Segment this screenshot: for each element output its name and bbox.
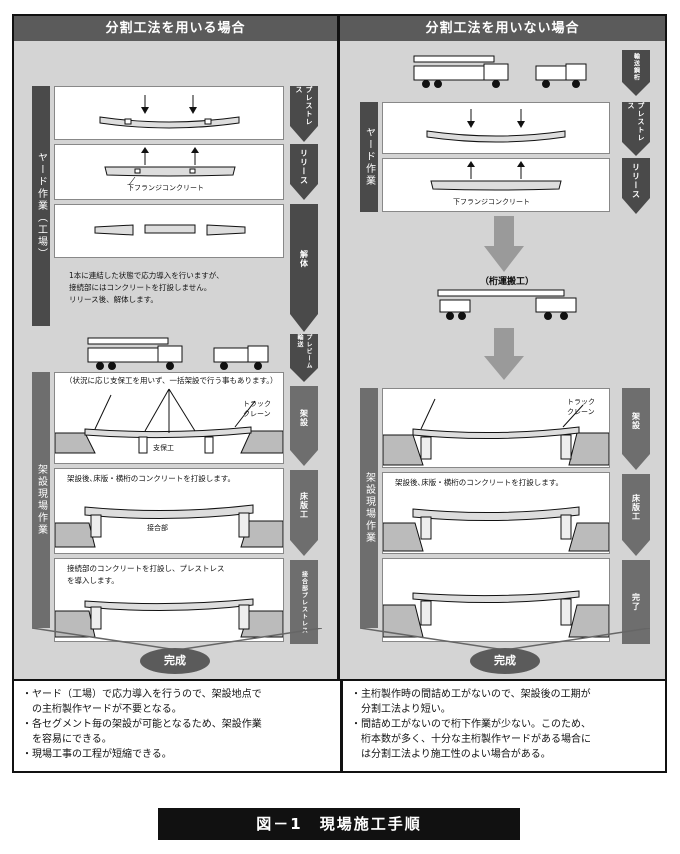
left-truck-transport-icon (87, 337, 269, 370)
beam-prestress-diagram (99, 95, 240, 129)
left-erection-note: （状況に応じ支保工を用いず、一括架設で行う事もあります。） (65, 376, 278, 385)
right-column: 分割工法を用いない場合 ヤード作業 下フランジコンクリート (340, 16, 665, 679)
column-divider (337, 16, 340, 679)
left-yard-bar: ヤード作業（工場） (32, 86, 50, 326)
left-site-bar: 架設現場作業 (32, 372, 50, 628)
joint-label: 接合部 (147, 524, 168, 532)
beam-transport-truck-icon (437, 289, 577, 320)
notes-separator (14, 679, 665, 681)
right-lower-flange-label: 下フランジコンクリート (453, 198, 530, 206)
right-step-transport: 輸送鋼桁 (622, 50, 650, 96)
left-step-final: 接合部プレストレス (290, 560, 318, 644)
left-step-erection: 架設 (290, 386, 318, 466)
right-header: 分割工法を用いない場合 (340, 16, 665, 41)
left-note-line: ・現場工事の工程が短縮できる。 (22, 749, 172, 760)
left-note-line: の主桁製作ヤードが不要となる。 (22, 704, 182, 715)
right-note-line: 分割工法より短い。 (351, 704, 451, 715)
left-header: 分割工法を用いる場合 (14, 16, 337, 41)
deck-construction-diagram (54, 504, 284, 548)
beam-dismantle-diagram (94, 224, 246, 236)
left-notes: ・ヤード（工場）で応力導入を行うので、架設地点で の主桁製作ヤードが不要となる。… (14, 681, 337, 771)
erection-site-diagram (54, 388, 284, 454)
left-step-transport: プレビーム輸送 (290, 334, 318, 382)
left-note-line: を容易にできる。 (22, 734, 112, 745)
final-bridge-diagram (54, 598, 284, 638)
right-release-panel: 下フランジコンクリート (382, 158, 610, 212)
left-done-badge: 完成 (140, 648, 210, 674)
figure-caption: 図－1 現場施工手順 (158, 808, 520, 840)
right-erection-diagram (382, 398, 610, 466)
right-step-prestress: プレストレス (622, 102, 650, 156)
right-note-line: 桁本数が多く、十分な主桁製作ヤードがある場合に (351, 734, 591, 745)
right-deck-panel: 架設後､床版・横桁のコンクリートを打設します。 (382, 472, 610, 554)
right-done-badge: 完成 (470, 648, 540, 674)
left-joint-note: 接続部のコンクリートを打設し、プレストレス を導入します。 (67, 564, 225, 585)
left-lower-flange-label: 下フランジコンクリート (127, 184, 204, 192)
down-arrow-icon (484, 216, 524, 272)
left-note-line: ・各セグメント毎の架設が可能となるため、架設作業 (22, 719, 262, 730)
left-deck-panel: 架設後､床版・横桁のコンクリートを打設します。 接合部 (54, 468, 284, 554)
figure-frame: 分割工法を用いる場合 ヤード作業（工場） 架設現場作業 下フランジコンクリート (12, 14, 667, 773)
right-note-line: ・間詰め工がないので桁下作業が少ない。このため、 (351, 719, 591, 730)
right-step-final: 完了 (622, 560, 650, 644)
right-beam-prestress-diagram (426, 109, 566, 143)
left-dismantle-panel (54, 204, 284, 258)
left-step-prestress: プレストレス (290, 86, 318, 142)
right-step-release: リリース (622, 158, 650, 214)
left-step-deck: 床版工 (290, 470, 318, 556)
right-step-erection: 架設 (622, 388, 650, 470)
left-step-release: リリース (290, 144, 318, 200)
beam-release-diagram (104, 147, 236, 186)
left-deck-note: 架設後､床版・横桁のコンクリートを打設します。 (67, 474, 235, 483)
right-erection-panel: トラック クレーン (382, 388, 610, 468)
left-column: 分割工法を用いる場合 ヤード作業（工場） 架設現場作業 下フランジコンクリート (14, 16, 337, 679)
left-yard-note: 1本に連結した状態で応力導入を行いますが、 接続部にはコンクリートを打設しません… (69, 271, 224, 304)
left-truck-crane-label: トラック クレーン (243, 400, 271, 418)
right-site-bar: 架設現場作業 (360, 388, 378, 628)
right-note-line: ・主桁製作時の間詰め工がないので、架設後の工期が (351, 689, 591, 700)
left-release-panel: 下フランジコンクリート (54, 144, 284, 200)
right-prestress-panel (382, 102, 610, 154)
right-truck-crane-label: トラック クレーン (567, 398, 595, 416)
left-note-line: ・ヤード（工場）で応力導入を行うので、架設地点で (22, 689, 262, 700)
right-notes: ・主桁製作時の間詰め工がないので、架設後の工期が 分割工法より短い。 ・間詰め工… (340, 681, 665, 771)
left-step-dismantle: 解体 (290, 204, 318, 332)
right-deck-diagram (382, 506, 610, 552)
right-yard-bar: ヤード作業 (360, 102, 378, 212)
support-label: 支保工 (153, 444, 174, 452)
right-truck-icon (413, 55, 587, 88)
right-deck-note: 架設後､床版・横桁のコンクリートを打設します。 (395, 478, 563, 487)
left-erection-panel: （状況に応じ支保工を用いず、一括架設で行う事もあります。） トラック クレーン … (54, 372, 284, 464)
down-arrow-icon-2 (484, 328, 524, 380)
left-prestress-panel (54, 86, 284, 140)
right-beam-release-diagram (430, 161, 562, 191)
left-final-panel: 接続部のコンクリートを打設し、プレストレス を導入します。 (54, 558, 284, 642)
beam-transport-label: （桁運搬工） (480, 277, 535, 287)
right-note-line: は分割工法より施工性のよい場合がある。 (351, 749, 551, 760)
right-step-deck: 床版工 (622, 474, 650, 556)
